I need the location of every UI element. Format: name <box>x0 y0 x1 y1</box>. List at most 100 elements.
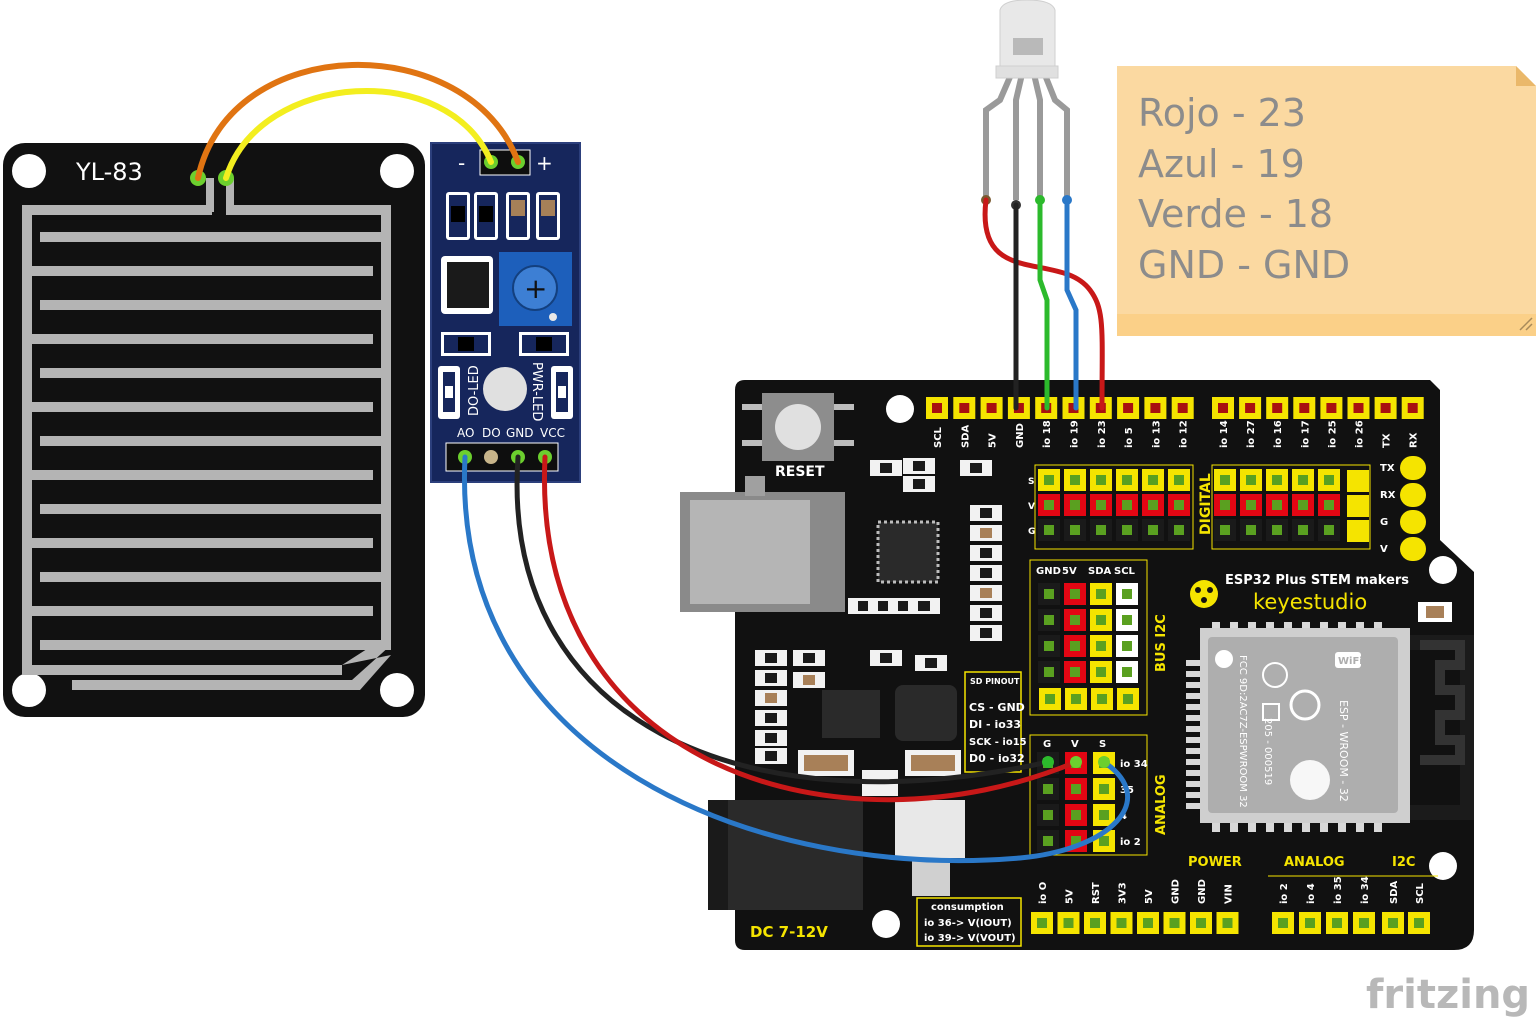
smd-body <box>765 733 777 743</box>
top-right-label: io 25 <box>1327 420 1338 448</box>
module-pin <box>1186 737 1200 743</box>
note-line: GND - GND <box>1138 243 1350 287</box>
i2c-pin-socket <box>1096 641 1106 651</box>
top-right-pin-socket <box>1353 403 1364 413</box>
svg-row-label: G <box>1028 527 1035 537</box>
i2c-header-label: SCL <box>1114 566 1136 577</box>
uart-pin <box>1400 537 1426 561</box>
digital-pin-socket <box>1148 525 1158 535</box>
digital-pin-socket <box>1246 475 1256 485</box>
uart-pin <box>1400 483 1426 507</box>
top-right-pin-socket <box>1272 403 1283 413</box>
top-right-label: io 27 <box>1246 420 1257 448</box>
board-title: ESP32 Plus STEM makers <box>1225 573 1409 588</box>
wire-vcc-red <box>542 454 1079 803</box>
power-label: 5V <box>1144 889 1155 904</box>
digital-pin-socket <box>1044 525 1054 535</box>
module-pin <box>1356 820 1364 832</box>
smd-body <box>765 693 777 703</box>
digital-pin-socket <box>1070 525 1080 535</box>
module-pin <box>1186 781 1200 787</box>
sd-line: SCK - io15 <box>969 737 1027 748</box>
power-label: io O <box>1038 882 1049 904</box>
digital-pin-socket <box>1272 525 1282 535</box>
i2c-pin-socket <box>1070 667 1080 677</box>
module-pin <box>1212 820 1220 832</box>
analog-pin-socket <box>1071 784 1081 794</box>
smd-body <box>803 653 815 663</box>
power-pin-socket <box>1196 918 1206 928</box>
digital-pin-socket <box>1174 525 1184 535</box>
analog-pin-label: io 2 <box>1120 837 1141 848</box>
digital-pin-socket <box>1044 500 1054 510</box>
trace-finger <box>40 436 391 446</box>
pin-label-gnd: GND <box>506 426 534 440</box>
module-plus-label: + <box>536 151 553 175</box>
uart-label: V <box>1380 544 1388 555</box>
analog-pin-socket <box>1071 836 1081 846</box>
module-pin <box>1186 671 1200 677</box>
smd-body <box>880 653 892 663</box>
i2c-pin-socket <box>1096 589 1106 599</box>
analog-frame <box>1029 734 1148 856</box>
bus-i2c-label: BUS I2C <box>1154 614 1169 672</box>
digital-end-pin <box>1347 520 1369 542</box>
pin-label-do: DO <box>482 426 501 440</box>
trace-finger <box>22 334 373 344</box>
trace-lead <box>226 178 234 212</box>
power-pin-socket <box>1116 918 1127 928</box>
top-left-label: 5V <box>988 433 999 448</box>
digital-pin-socket <box>1122 525 1132 535</box>
top-right-pin-socket <box>1218 403 1228 413</box>
module-pin <box>1186 693 1200 699</box>
trace-finger <box>40 640 391 650</box>
top-left-pin-socket <box>1177 403 1188 413</box>
power-label: VIN <box>1224 884 1235 904</box>
module-minus-label: - <box>458 151 465 175</box>
trace-line <box>226 205 391 215</box>
top-right-label: io 26 <box>1355 420 1366 448</box>
consumption-line: io 36-> V(IOUT) <box>924 918 1012 929</box>
i2c-pin-socket <box>1070 641 1080 651</box>
smd-body <box>925 658 937 668</box>
module-pin <box>1186 704 1200 710</box>
analog-bottom-pin-socket <box>1305 918 1315 928</box>
module-pin <box>1320 820 1328 832</box>
top-left-label: io 18 <box>1042 420 1053 448</box>
trace-finger <box>40 232 391 242</box>
top-left-label: SDA <box>960 424 971 448</box>
smd-body <box>970 463 982 473</box>
i2c-bottom-label: SCL <box>1415 882 1426 904</box>
power-pin-socket <box>1090 918 1100 928</box>
analog-header-label: V <box>1071 739 1079 750</box>
digital-label: DIGITAL <box>1198 473 1214 535</box>
trace-line <box>22 665 342 675</box>
i2c-bottom-pin-socket <box>1097 694 1107 704</box>
top-left-label: SCL <box>933 426 944 448</box>
module-fcc: FCC 9D:2AC7Z-ESPWROOM 32 <box>1237 655 1248 808</box>
i2c-pin-socket <box>1044 667 1054 677</box>
module-name: ESP - WROOM - 32 <box>1337 700 1350 802</box>
trace-finger <box>22 606 373 616</box>
smd-components <box>755 458 1002 796</box>
analog-pin-socket <box>1043 784 1053 794</box>
module-pin <box>1302 820 1310 832</box>
trace-finger <box>22 538 373 548</box>
smd-body <box>980 548 992 558</box>
top-right-pin-socket <box>1245 403 1256 413</box>
sensor-name: YL-83 <box>75 158 143 186</box>
sd-line: D0 - io32 <box>969 752 1025 765</box>
smd-body <box>913 461 925 471</box>
pwr-led-label: PWR-LED <box>529 362 544 421</box>
analog-pin-socket <box>1099 810 1109 820</box>
note-line: Verde - 18 <box>1138 192 1333 236</box>
digital-pin-socket <box>1122 500 1132 510</box>
smd-body <box>765 673 777 683</box>
digital-pin-socket <box>1174 500 1184 510</box>
digital-pin-socket <box>1220 500 1230 510</box>
digital-pin-socket <box>1096 500 1106 510</box>
wifi-logo: WiFi <box>1338 656 1363 667</box>
smd-body <box>765 713 777 723</box>
i2c-bottom-pin-socket <box>1045 694 1055 704</box>
module-pin <box>1374 820 1382 832</box>
